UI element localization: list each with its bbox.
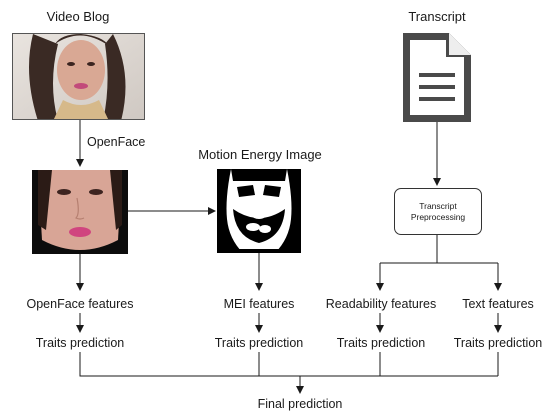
final-prediction-label: Final prediction	[257, 397, 343, 411]
preprocessing-line-2: Preprocessing	[410, 211, 466, 222]
preprocessing-line-1: Transcript	[419, 200, 457, 211]
traits-prediction-mei: Traits prediction	[214, 336, 304, 350]
document-icon	[403, 33, 471, 122]
readability-features-label: Readability features	[325, 297, 437, 311]
text-features-label: Text features	[462, 297, 534, 311]
mei-features-label: MEI features	[223, 297, 295, 311]
openface-features-label: OpenFace features	[26, 297, 134, 311]
traits-prediction-text: Traits prediction	[453, 336, 543, 350]
openface-step-label: OpenFace	[87, 135, 146, 149]
transcript-document	[403, 33, 471, 122]
mei-title: Motion Energy Image	[198, 147, 322, 162]
traits-prediction-readability: Traits prediction	[336, 336, 426, 350]
face-crop-image	[32, 170, 128, 254]
traits-prediction-openface: Traits prediction	[35, 336, 125, 350]
video-frame-image	[12, 33, 145, 120]
transcript-title: Transcript	[408, 9, 466, 24]
video-blog-title: Video Blog	[46, 9, 110, 24]
mei-image	[217, 169, 301, 253]
person-video-frame-icon	[13, 34, 144, 119]
cropped-face-icon	[32, 170, 128, 254]
motion-energy-image-icon	[217, 169, 301, 253]
transcript-preprocessing-box: Transcript Preprocessing	[394, 188, 482, 235]
